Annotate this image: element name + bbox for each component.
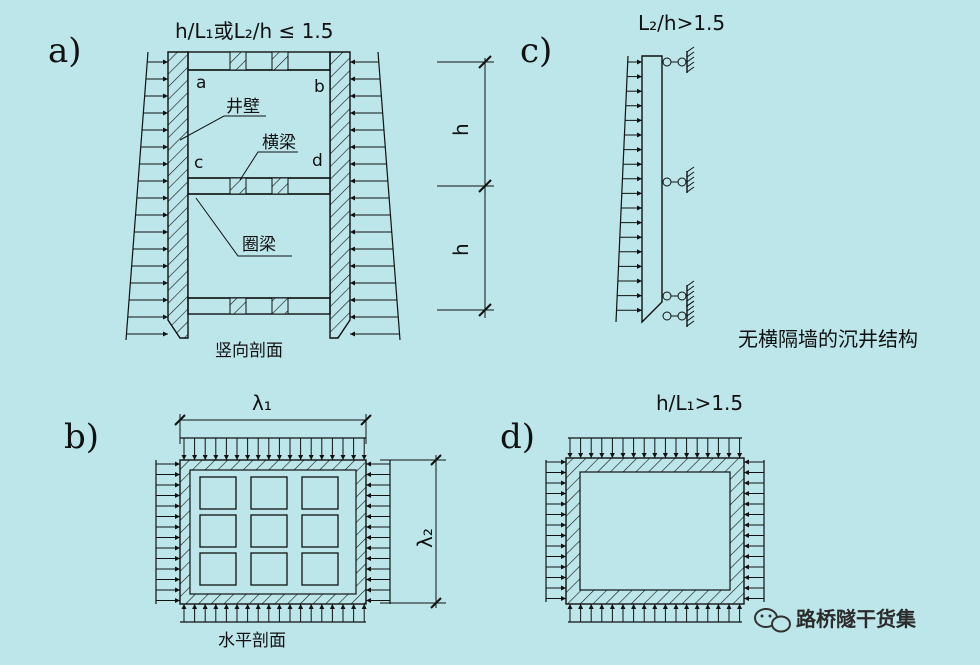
- dim-label-h-upper: h: [449, 123, 473, 136]
- support-hatch: [686, 186, 695, 193]
- well-cell: [199, 514, 237, 548]
- panel-d-label: d): [500, 417, 535, 457]
- well-cell: [199, 476, 237, 510]
- support-pin: [662, 57, 672, 67]
- corner-label-a: a: [196, 73, 206, 93]
- well-cell: [301, 514, 339, 548]
- support-hatch: [686, 171, 695, 178]
- panel-b: b) λ₁ λ₂ 水平剖面: [64, 391, 446, 651]
- support-hatch: [686, 56, 695, 63]
- beam-section: [229, 297, 247, 315]
- support-hatch: [686, 46, 695, 53]
- beam-section: [229, 51, 247, 71]
- well-cell: [250, 552, 288, 586]
- load-arrows-c: [616, 59, 642, 313]
- support-pin: [662, 311, 672, 321]
- support-hatch: [686, 166, 695, 173]
- support-hatch: [686, 176, 695, 183]
- right-well-wall: [329, 51, 351, 339]
- support-hatch: [686, 300, 695, 307]
- load-arrows-d: [546, 438, 764, 622]
- support-hatch: [686, 181, 695, 188]
- panel-c-label: c): [520, 31, 552, 71]
- support-hatch: [686, 66, 695, 73]
- ring-beam-bottom: [187, 297, 331, 315]
- support-hatch: [686, 280, 695, 287]
- cross-beam: [187, 177, 331, 195]
- support-hatch: [686, 61, 695, 68]
- well-cell: [301, 476, 339, 510]
- left-well-wall: [167, 51, 189, 339]
- inner-area-d: [579, 471, 731, 591]
- dimension-slash: [478, 55, 492, 69]
- support-hatch: [686, 285, 695, 292]
- wechat-icon: [754, 608, 791, 633]
- support-pin: [662, 177, 672, 187]
- panel-b-label: b): [64, 417, 99, 457]
- support-pin: [677, 177, 687, 187]
- dimension-slash: [478, 179, 492, 193]
- leader-cross-beam: [239, 151, 298, 181]
- support-pin: [677, 57, 687, 67]
- panel-a-label: a): [48, 31, 82, 71]
- support-hatch: [686, 315, 695, 322]
- dim-label-h-lower: h: [449, 243, 473, 256]
- support-pin: [677, 291, 687, 301]
- leader-ring-beam: [195, 197, 292, 257]
- load-envelope-right: [377, 51, 401, 341]
- panel-c: c) L₂/h>1.5 无横隔墙的沉井结构: [520, 11, 918, 351]
- dimension-slash: [478, 303, 492, 317]
- label-ring-beam: 圈梁: [242, 235, 276, 255]
- label-cross-beam: 横梁: [262, 133, 296, 153]
- watermark: 路桥隧干货集: [754, 607, 917, 633]
- support-pin: [662, 291, 672, 301]
- panel-c-condition: L₂/h>1.5: [638, 11, 725, 35]
- beam-section: [229, 177, 247, 195]
- load-arrows-b: [156, 438, 390, 622]
- watermark-text: 路桥隧干货集: [796, 607, 917, 631]
- panel-a-condition: h/L₁或L₂/h ≤ 1.5: [175, 19, 333, 43]
- load-envelope-c: [615, 55, 629, 323]
- label-well-wall: 井壁: [226, 97, 260, 117]
- panel-d: d) h/L₁>1.5: [500, 391, 765, 623]
- support-hatch: [686, 295, 695, 302]
- load-envelope-left: [125, 51, 149, 341]
- label-lambda2: λ₂: [413, 528, 437, 548]
- support-hatch: [686, 305, 695, 312]
- panel-d-condition: h/L₁>1.5: [656, 391, 743, 415]
- leader-well-wall: [179, 115, 266, 141]
- label-lambda1: λ₁: [252, 391, 272, 415]
- well-cell: [250, 514, 288, 548]
- corner-label-b: b: [314, 77, 325, 97]
- load-arrows-a: [126, 59, 400, 337]
- corner-label-d: d: [312, 151, 323, 171]
- support-hatch: [686, 290, 695, 297]
- label-vertical-section: 竖向剖面: [215, 341, 283, 361]
- beam-section: [271, 51, 289, 71]
- well-cell: [199, 552, 237, 586]
- well-cell: [301, 552, 339, 586]
- caption-no-diaphragm: 无横隔墙的沉井结构: [738, 327, 918, 351]
- well-cells: [199, 476, 339, 586]
- support-hatch: [686, 310, 695, 317]
- panel-a: a) h/L₁或L₂/h ≤ 1.5 a b c d 井壁 横梁 圈梁 竖: [48, 19, 494, 361]
- support-hatch: [686, 320, 695, 327]
- pin-supports: [662, 46, 695, 327]
- inner-area-b: [189, 469, 357, 595]
- single-wall: [641, 55, 663, 324]
- lower-chamber: [187, 193, 331, 299]
- top-beam: [187, 51, 331, 71]
- corner-label-c: c: [194, 153, 203, 173]
- beam-section: [271, 177, 289, 195]
- support-hatch: [686, 51, 695, 58]
- well-cell: [250, 476, 288, 510]
- label-horizontal-section: 水平剖面: [218, 631, 286, 651]
- support-pin: [677, 311, 687, 321]
- beam-section: [271, 297, 289, 315]
